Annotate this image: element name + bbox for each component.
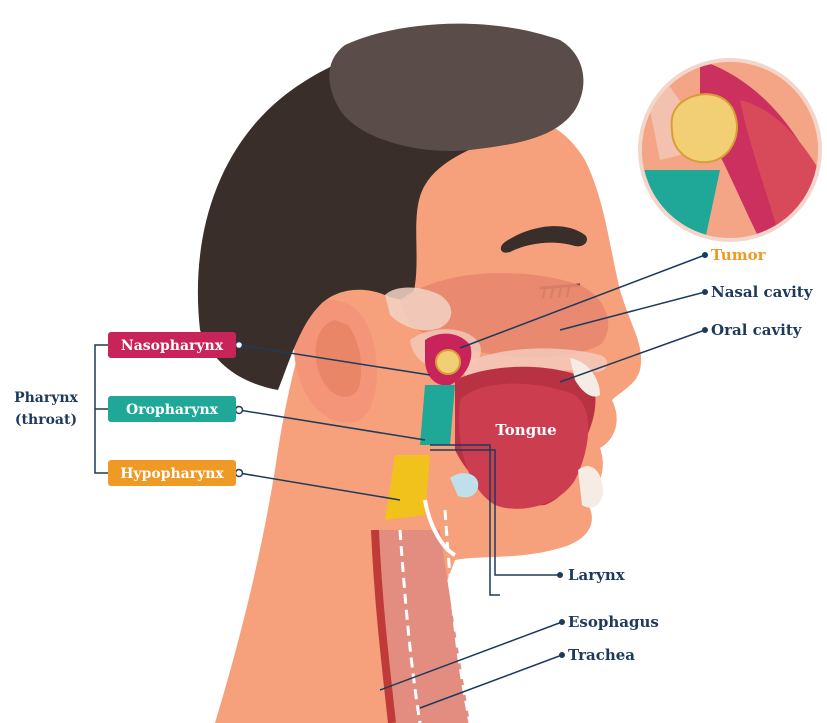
trachea-label: Trachea — [568, 646, 635, 664]
tumor-zoom-inset — [640, 60, 827, 240]
tumor-blob — [436, 350, 460, 374]
pharynx-subtitle: (throat) — [15, 412, 77, 428]
nasopharynx-label: Nasopharynx — [121, 338, 224, 354]
esophagus-label: Esophagus — [568, 613, 659, 631]
nasal-cavity-label: Nasal cavity — [711, 283, 814, 301]
tumor-label: Tumor — [711, 246, 767, 264]
oral-cavity-label: Oral cavity — [711, 321, 803, 339]
hypopharynx-label: Hypopharynx — [120, 466, 224, 482]
pharynx-title: Pharynx — [14, 390, 78, 406]
oropharynx-label: Oropharynx — [126, 402, 219, 418]
larynx-label: Larynx — [568, 566, 626, 584]
tongue-label: Tongue — [495, 421, 556, 439]
